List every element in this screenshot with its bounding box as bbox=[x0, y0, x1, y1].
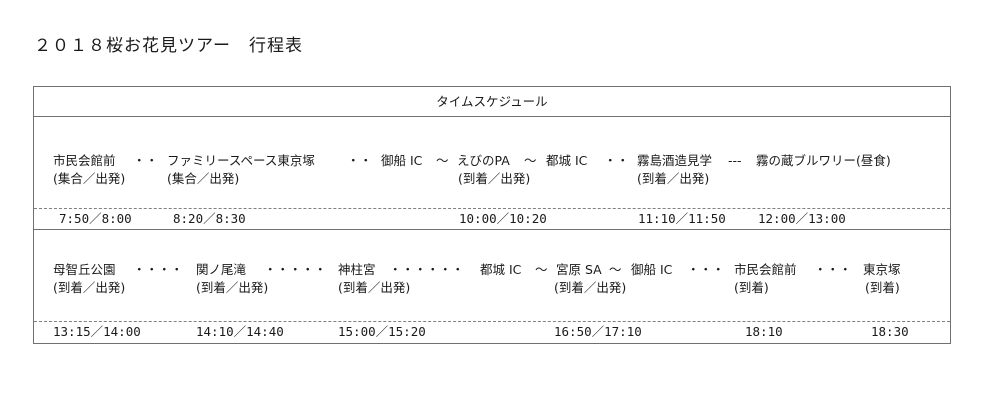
connector-tilde: 〜 bbox=[535, 262, 548, 277]
stop-tokyozuka: 東京塚 bbox=[863, 262, 901, 277]
stop-mifune-ic: 御船 IC bbox=[631, 262, 673, 277]
time-cell: 7:50／8:00 bbox=[59, 211, 132, 226]
connector-dots: ・・・ bbox=[814, 262, 852, 277]
stop-note: (到着) bbox=[734, 280, 769, 295]
dotted-divider bbox=[34, 321, 950, 322]
stop-note: (到着／出発) bbox=[637, 171, 710, 186]
stop-note: (到着) bbox=[865, 280, 900, 295]
stop-miyakonojo-ic: 都城 IC bbox=[546, 153, 588, 168]
stop-mochio-park: 母智丘公園 bbox=[53, 262, 116, 277]
schedule-table: タイムスケジュール 市民会館前 ・・ ファミリースペース東京塚 ・・ 御船 IC… bbox=[33, 86, 951, 344]
time-cell: 16:50／17:10 bbox=[554, 324, 642, 339]
connector-dots: ・・・・・・ bbox=[389, 262, 465, 277]
connector-dots: ・・・・ bbox=[133, 262, 184, 277]
time-cell: 18:30 bbox=[871, 324, 909, 339]
dotted-divider bbox=[34, 208, 950, 209]
connector-tilde: 〜 bbox=[524, 153, 537, 168]
document-title: ２０１８桜お花見ツアー 行程表 bbox=[34, 36, 303, 56]
connector-tilde: 〜 bbox=[609, 262, 622, 277]
stop-kirinokura-brewery: 霧の蔵ブルワリー(昼食) bbox=[756, 153, 891, 168]
time-cell: 15:00／15:20 bbox=[338, 324, 426, 339]
stop-shimin-kaikan-mae: 市民会館前 bbox=[734, 262, 797, 277]
time-cell: 12:00／13:00 bbox=[758, 211, 846, 226]
stop-note: (到着／出発) bbox=[196, 280, 269, 295]
connector-dots: ・・・・・ bbox=[264, 262, 327, 277]
stop-note: (到着／出発) bbox=[53, 280, 126, 295]
connector-dots: ・・ bbox=[347, 153, 373, 168]
stop-miyakonojo-ic: 都城 IC bbox=[480, 262, 522, 277]
stop-note: (到着／出発) bbox=[338, 280, 411, 295]
connector-dots: ・・ bbox=[133, 153, 159, 168]
stop-note: (集合／出発) bbox=[167, 171, 240, 186]
connector-dashes: --- bbox=[728, 153, 742, 168]
connector-dots: ・・・ bbox=[687, 262, 725, 277]
stop-family-space-tokyozuka: ファミリースペース東京塚 bbox=[167, 153, 315, 168]
stop-ebino-pa: えびのPA bbox=[457, 153, 510, 168]
stop-note: (集合／出発) bbox=[53, 171, 126, 186]
schedule-header: タイムスケジュール bbox=[34, 87, 950, 117]
time-cell: 11:10／11:50 bbox=[638, 211, 726, 226]
stop-shimin-kaikan-mae: 市民会館前 bbox=[53, 153, 116, 168]
time-cell: 13:15／14:00 bbox=[53, 324, 141, 339]
stop-note: (到着／出発) bbox=[458, 171, 531, 186]
time-cell: 14:10／14:40 bbox=[196, 324, 284, 339]
row-divider bbox=[34, 229, 950, 230]
stop-note: (到着／出発) bbox=[554, 280, 627, 295]
connector-tilde: 〜 bbox=[436, 153, 449, 168]
stop-mifune-ic: 御船 IC bbox=[381, 153, 423, 168]
time-cell: 10:00／10:20 bbox=[459, 211, 547, 226]
time-cell: 18:10 bbox=[745, 324, 783, 339]
time-cell: 8:20／8:30 bbox=[173, 211, 246, 226]
stop-miyahara-sa: 宮原 SA bbox=[556, 262, 602, 277]
stop-kirishima-shuzo: 霧島酒造見学 bbox=[637, 153, 713, 168]
stop-kanbashira-shrine: 神柱宮 bbox=[338, 262, 376, 277]
stop-sekinoo-falls: 関ノ尾滝 bbox=[196, 262, 247, 277]
connector-dots: ・・ bbox=[604, 153, 630, 168]
